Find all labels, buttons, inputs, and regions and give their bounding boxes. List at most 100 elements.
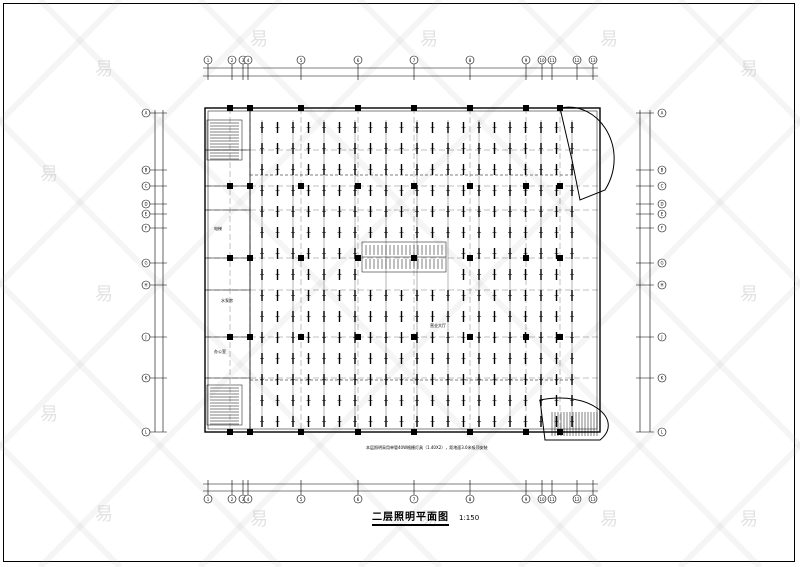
axis-label: 10 — [539, 497, 545, 502]
structural-column — [557, 334, 563, 340]
axis-label: G — [660, 261, 663, 266]
stairs-and-escalator — [206, 119, 598, 436]
axis-bubble-top — [588, 55, 598, 65]
axis-bubble-bottom — [296, 494, 306, 504]
structural-column — [298, 429, 304, 435]
watermark-stripe — [357, 117, 800, 567]
watermark-stripe — [37, 0, 603, 567]
structural-column — [467, 105, 473, 111]
axis-label: D — [144, 202, 147, 207]
drawing-title: 二层照明平面图 — [372, 508, 449, 526]
axis-label: K — [661, 376, 664, 381]
axis-label: A — [145, 111, 148, 116]
axis-label: 3 — [242, 58, 245, 63]
axis-bubble-top — [227, 55, 237, 65]
axis-label: 6 — [357, 497, 360, 502]
axis-bubble-right — [657, 223, 667, 233]
axis-bubble-left — [141, 373, 151, 383]
structural-column — [247, 255, 253, 261]
structural-column — [227, 334, 233, 340]
axis-bubble-top — [243, 55, 253, 65]
watermark-stripe — [677, 441, 800, 567]
drawing-title-block: 二层照明平面图 1:150 — [372, 508, 479, 526]
axis-label: 1 — [207, 497, 210, 502]
stair-tower-top — [559, 106, 615, 201]
watermark-stripe — [197, 0, 763, 567]
watermark-stripe — [357, 0, 800, 450]
axis-label: 10 — [539, 58, 545, 63]
axis-bubble-top — [465, 55, 475, 65]
watermark-stripe — [0, 117, 443, 567]
structural-column — [355, 255, 361, 261]
axis-bubble-bottom — [537, 494, 547, 504]
axis-bubble-bottom — [243, 494, 253, 504]
axis-label: G — [144, 261, 147, 266]
axis-label: E — [145, 212, 148, 217]
structural-column — [467, 183, 473, 189]
structural-column — [227, 429, 233, 435]
axis-label: H — [660, 283, 663, 288]
room-label-elevator: 电梯 — [214, 226, 222, 231]
structural-column — [298, 334, 304, 340]
axis-label: E — [661, 212, 664, 217]
axis-bubble-left — [141, 332, 151, 342]
dimension-lines — [150, 64, 654, 495]
axis-bubble-top — [521, 55, 531, 65]
axis-bubble-bottom — [409, 494, 419, 504]
watermark-glyph: 易 — [40, 404, 58, 425]
axis-bubble-top — [203, 55, 213, 65]
axis-bubble-top — [547, 55, 557, 65]
stair-tower-bottom — [539, 397, 609, 441]
light-fixtures — [260, 120, 574, 427]
watermark-stripe — [0, 0, 443, 450]
axis-label: D — [660, 202, 663, 207]
axis-bubble-bottom — [572, 494, 582, 504]
watermark-stripe — [517, 279, 800, 567]
structural-column — [557, 429, 563, 435]
axis-bubble-right — [657, 427, 667, 437]
axis-label: H — [144, 283, 147, 288]
axis-label: 7 — [413, 497, 416, 502]
axis-bubble-bottom — [547, 494, 557, 504]
structural-column — [355, 429, 361, 435]
axis-bubble-bottom — [521, 494, 531, 504]
axis-label: 5 — [300, 497, 303, 502]
axis-bubble-bottom — [353, 494, 363, 504]
axis-bubble-bottom — [203, 494, 213, 504]
axis-label: 3 — [242, 497, 245, 502]
axis-bubble-left — [141, 427, 151, 437]
structural-column — [523, 105, 529, 111]
axis-label: 2 — [231, 497, 234, 502]
watermark-stripe — [517, 0, 800, 288]
axis-bubble-left — [141, 223, 151, 233]
axis-label: 13 — [590, 497, 596, 502]
watermark-glyph: 易 — [740, 509, 758, 530]
drawing-scale: 1:150 — [459, 514, 480, 522]
axis-bubble-left — [141, 108, 151, 118]
axis-label: A — [661, 111, 664, 116]
building-walls — [204, 105, 615, 441]
axis-label: L — [145, 430, 148, 435]
structural-column — [355, 105, 361, 111]
structural-column — [411, 105, 417, 111]
stair-left — [206, 384, 243, 426]
drawing-note: 本层照明采用单管40W格栅灯具（1.40X2），距地面3.0米吸顶安装 — [366, 445, 488, 450]
axis-label: F — [661, 226, 664, 231]
axis-label: J — [144, 335, 146, 340]
axis-bubble-right — [657, 199, 667, 209]
axis-bubble-left — [141, 199, 151, 209]
axis-bubble-top — [572, 55, 582, 65]
axis-label: F — [145, 226, 148, 231]
structural-column — [523, 429, 529, 435]
watermark-glyph: 易 — [40, 164, 58, 185]
axis-bubble-left — [141, 181, 151, 191]
axis-bubble-top — [537, 55, 547, 65]
structural-column — [411, 334, 417, 340]
axis-bubble-left — [141, 258, 151, 268]
axis-label: 1 — [207, 58, 210, 63]
axis-label: 2 — [231, 58, 234, 63]
structural-column — [298, 105, 304, 111]
axis-bubble-right — [657, 209, 667, 219]
